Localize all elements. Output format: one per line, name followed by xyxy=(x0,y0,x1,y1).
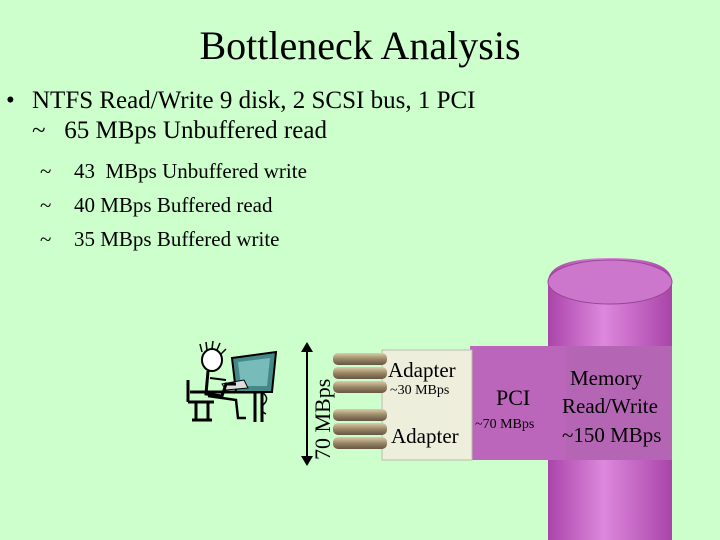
disk-drive xyxy=(333,381,387,393)
adapter-top-rate: ~30 MBps xyxy=(390,383,449,398)
memory-rw-label: Read/Write xyxy=(562,394,658,418)
main-bullet: • NTFS Read/Write 9 disk, 2 SCSI bus, 1 P… xyxy=(6,86,475,146)
pci-label: PCI xyxy=(496,385,530,410)
disk-rate-label: 70 MBps xyxy=(310,379,335,460)
sub-item-buffered-read: ~40 MBps Buffered read xyxy=(40,193,273,218)
disk-rate-arrow xyxy=(301,342,313,466)
disk-stack xyxy=(333,353,387,449)
pci-box xyxy=(470,346,568,460)
disk-drive xyxy=(333,409,387,421)
sub-item-marker: ~ xyxy=(40,193,52,217)
sub-item-marker: ~ xyxy=(40,159,52,183)
bullet-line-1: NTFS Read/Write 9 disk, 2 SCSI bus, 1 PC… xyxy=(32,87,476,114)
disk-drive xyxy=(333,437,387,449)
memory-rate-label: ~150 MBps xyxy=(562,423,661,447)
sub-item-text: 35 MBps Buffered write xyxy=(74,227,280,251)
sub-item-marker: ~ xyxy=(40,227,52,251)
bullet-marker: • xyxy=(6,87,15,114)
disk-drive xyxy=(333,367,387,379)
sub-item-text: 43 MBps Unbuffered write xyxy=(74,159,307,183)
slide-title: Bottleneck Analysis xyxy=(199,23,521,68)
disk-drive xyxy=(333,353,387,365)
memory-label: Memory xyxy=(570,366,643,390)
adapter-top-label: Adapter xyxy=(388,358,456,382)
sub-item-text: 40 MBps Buffered read xyxy=(74,193,273,217)
memory-panel xyxy=(566,346,672,460)
person-at-computer-icon xyxy=(186,340,278,422)
adapter-bottom-label: Adapter xyxy=(391,424,459,448)
sub-item-unbuffered-write: ~43 MBps Unbuffered write xyxy=(40,159,307,184)
sub-item-buffered-write: ~35 MBps Buffered write xyxy=(40,227,280,252)
bullet-line-2: ~ 65 MBps Unbuffered read xyxy=(32,117,327,144)
disk-drive xyxy=(333,423,387,435)
adapter-box xyxy=(381,349,473,461)
pci-rate: ~70 MBps xyxy=(475,417,534,432)
